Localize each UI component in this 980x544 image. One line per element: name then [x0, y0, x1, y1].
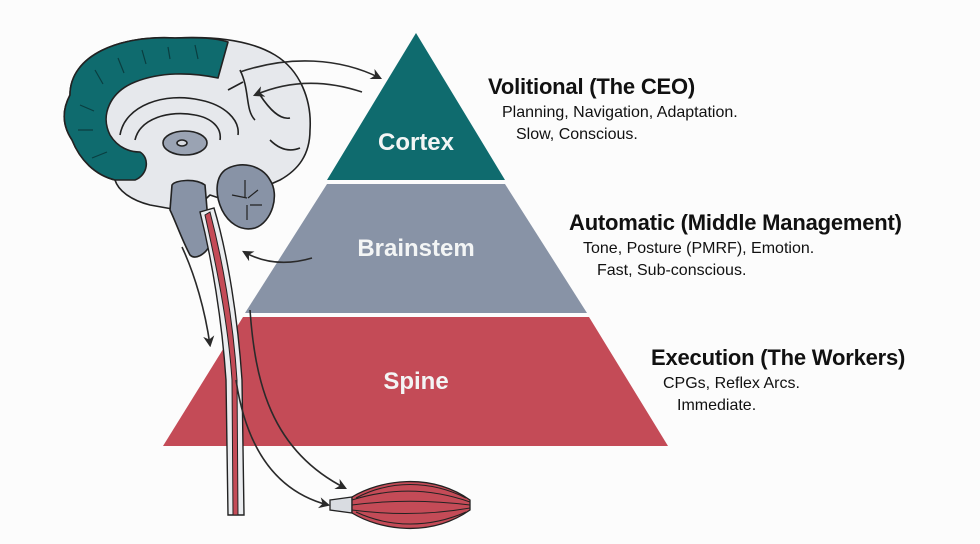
- layer-label-brainstem: Brainstem: [357, 235, 475, 262]
- description-title: Automatic (Middle Management): [569, 210, 902, 235]
- description-title: Volitional (The CEO): [488, 74, 696, 99]
- arrow-brainstem-to-brain: [242, 250, 313, 264]
- pyramid-layer-spine: [163, 317, 668, 446]
- arrow-descending-to-muscle-upper: [249, 309, 347, 490]
- layer-label-spine: Spine: [383, 368, 449, 395]
- signal-arrows: [181, 60, 383, 509]
- layer-label-cortex: Cortex: [377, 129, 455, 156]
- spinal-cord-icon: [199, 207, 245, 516]
- description-volitional: Volitional (The CEO) Planning, Navigatio…: [488, 74, 738, 144]
- arrow-descending-to-muscle-lower: [235, 379, 331, 509]
- description-line: CPGs, Reflex Arcs.: [663, 375, 800, 392]
- arrow-descending-left: [181, 246, 215, 348]
- description-line: Planning, Navigation, Adaptation.: [502, 104, 738, 121]
- muscle-icon: [329, 480, 471, 530]
- description-line: Tone, Posture (PMRF), Emotion.: [583, 240, 815, 257]
- description-line: Slow, Conscious.: [516, 126, 638, 143]
- arrow-brain-to-cortex: [239, 60, 383, 80]
- description-execution: Execution (The Workers) CPGs, Reflex Arc…: [651, 345, 905, 415]
- description-line: Fast, Sub-conscious.: [597, 262, 747, 279]
- description-title: Execution (The Workers): [651, 345, 906, 370]
- description-automatic: Automatic (Middle Management) Tone, Post…: [569, 210, 902, 280]
- brain-sagittal-icon: [63, 36, 311, 258]
- description-line: Immediate.: [677, 397, 757, 414]
- pyramid-layer-cortex: [327, 33, 505, 180]
- arrow-cortex-to-brain: [252, 82, 363, 97]
- pyramid-layer-brainstem: [245, 184, 587, 313]
